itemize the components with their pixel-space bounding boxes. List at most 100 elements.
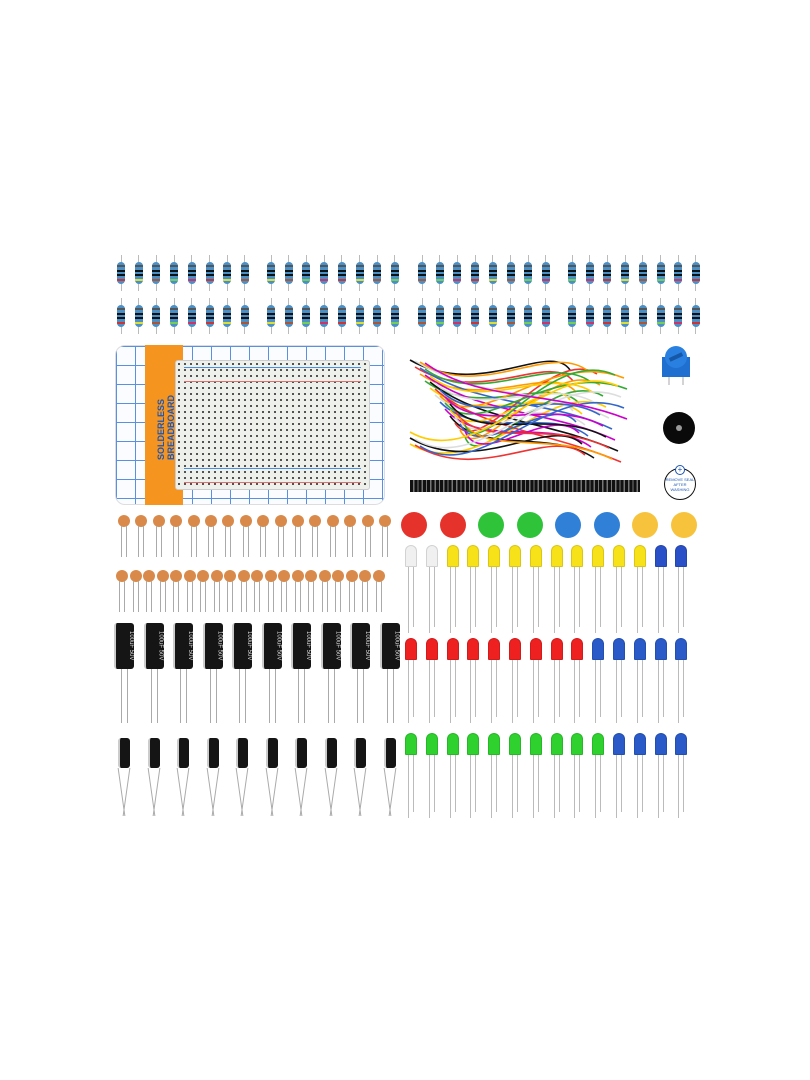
resistor	[524, 298, 533, 334]
ceramic-capacitor	[152, 515, 165, 557]
ceramic-capacitor	[291, 570, 304, 612]
resistor	[134, 255, 143, 291]
resistor	[506, 298, 515, 334]
resistor	[471, 255, 480, 291]
resistor	[337, 255, 346, 291]
led	[592, 638, 605, 723]
ceramic-capacitor	[361, 515, 374, 557]
ceramic-capacitor	[187, 515, 200, 557]
ceramic-capacitor	[359, 570, 371, 612]
resistor	[638, 298, 647, 334]
breadboard	[175, 360, 370, 490]
resistor	[284, 255, 293, 291]
ceramic-capacitor	[309, 515, 322, 557]
led	[425, 733, 438, 818]
led	[633, 545, 646, 633]
resistor	[373, 255, 382, 291]
button-cap	[632, 512, 658, 538]
resistor	[187, 298, 196, 334]
led	[571, 733, 584, 818]
capacitor-label: 100uF 50V	[291, 623, 311, 669]
resistor	[691, 255, 700, 291]
led	[405, 638, 417, 723]
resistor	[656, 298, 665, 334]
led	[654, 545, 667, 633]
ceramic-capacitor	[118, 515, 130, 557]
resistor	[302, 255, 311, 291]
plus-icon: +	[675, 465, 685, 475]
led	[488, 638, 501, 723]
resistor	[506, 255, 515, 291]
capacitor-label: 100uF 50V	[202, 623, 223, 669]
resistor	[488, 255, 497, 291]
resistor	[621, 255, 630, 291]
resistor	[205, 255, 214, 291]
led	[446, 545, 459, 633]
ceramic-capacitor	[197, 570, 209, 612]
potentiometer	[662, 346, 690, 385]
led	[592, 545, 605, 633]
capacitor-label: 100uF 50V	[232, 623, 252, 669]
resistor	[117, 298, 125, 334]
buzzer-center	[676, 425, 682, 431]
capacitor-label: 100uF 50V	[261, 623, 282, 669]
resistor	[337, 298, 346, 334]
resistor	[524, 255, 533, 291]
led	[675, 733, 688, 818]
button-cap	[401, 512, 427, 538]
resistor	[603, 298, 612, 334]
resistor	[284, 298, 293, 334]
ceramic-capacitor	[274, 515, 287, 557]
led	[571, 545, 584, 633]
resistor	[603, 255, 612, 291]
led	[488, 545, 501, 633]
ceramic-capacitor	[345, 570, 358, 612]
capacitor-label: 100uF 50V	[173, 623, 193, 669]
ceramic-capacitor	[379, 515, 391, 557]
button-cap	[478, 512, 504, 538]
led	[613, 545, 625, 633]
ceramic-capacitor	[170, 570, 182, 612]
resistor	[453, 255, 462, 291]
resistor	[621, 298, 630, 334]
button-cap	[670, 512, 697, 538]
ceramic-capacitor	[143, 570, 155, 612]
ceramic-capacitor	[183, 570, 196, 612]
led	[592, 733, 605, 818]
ceramic-capacitor	[251, 570, 263, 612]
resistor	[471, 298, 480, 334]
led	[550, 638, 563, 723]
resistor	[355, 298, 364, 334]
ceramic-capacitor	[205, 515, 217, 557]
resistor	[691, 298, 700, 334]
led	[509, 545, 521, 633]
resistor	[585, 255, 594, 291]
button-cap	[439, 512, 466, 538]
capacitor-label: 100uF 50V	[143, 623, 164, 669]
resistor	[674, 255, 683, 291]
resistor	[223, 298, 232, 334]
resistor	[205, 298, 214, 334]
ceramic-capacitor	[264, 570, 277, 612]
led	[467, 733, 480, 818]
ceramic-capacitor	[292, 515, 304, 557]
led	[425, 638, 438, 723]
ceramic-capacitor	[318, 570, 331, 612]
button-cap	[593, 512, 620, 538]
capacitor-label: 100uF 50V	[379, 623, 400, 669]
resistor	[134, 298, 143, 334]
resistor	[170, 298, 179, 334]
led	[633, 638, 646, 723]
resistor	[390, 255, 399, 291]
ceramic-capacitor	[305, 570, 317, 612]
led	[467, 545, 480, 633]
led	[529, 733, 542, 818]
ceramic-capacitor	[129, 570, 142, 612]
led	[509, 638, 521, 723]
resistor	[656, 255, 665, 291]
resistor	[390, 298, 399, 334]
resistor	[674, 298, 683, 334]
resistor	[488, 298, 497, 334]
resistor	[568, 298, 576, 334]
led	[529, 638, 542, 723]
